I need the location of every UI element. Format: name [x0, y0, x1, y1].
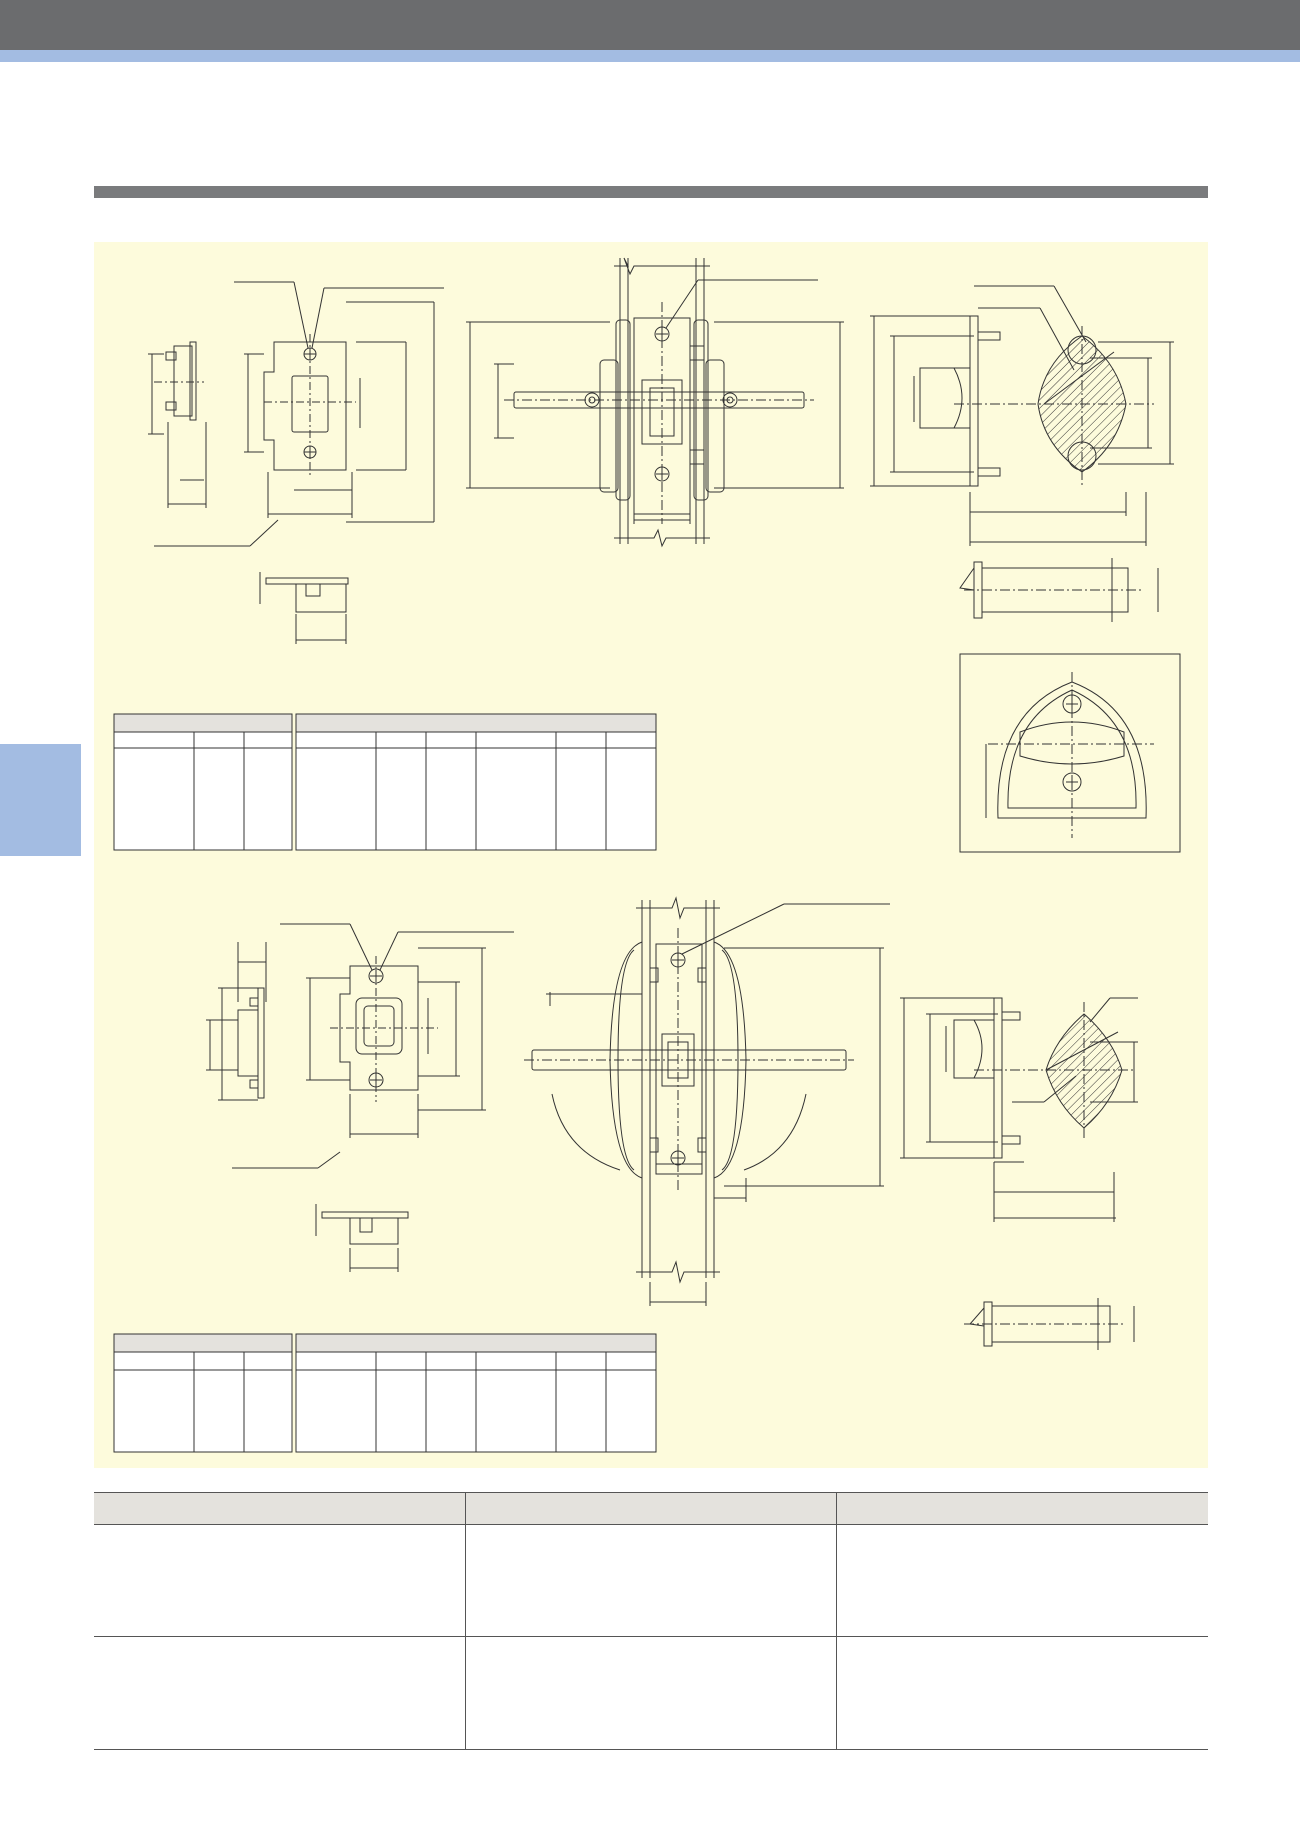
spindle-detail-view	[959, 558, 1159, 622]
strike-plate-2-bottom-view	[315, 1204, 409, 1272]
specification-table-header	[94, 1493, 1208, 1525]
row-divider	[94, 1636, 1208, 1637]
upper-spec-table-frame	[113, 713, 657, 851]
section-title-rule	[94, 186, 1208, 198]
latch-spindle-side-view	[870, 285, 1174, 546]
technical-drawings	[113, 257, 1181, 1453]
lower-spec-table-frame	[113, 1333, 657, 1453]
column-divider	[836, 1493, 837, 1749]
strike-plate-2-front-view	[232, 923, 514, 1169]
strike-plate-bottom-view	[259, 572, 349, 644]
strike-plate-front-view	[154, 281, 444, 547]
chapter-side-tab	[0, 744, 81, 856]
technical-drawing-panel	[94, 242, 1208, 1468]
lever-handle-section-view	[466, 257, 844, 548]
round-rose-handle-section-view	[524, 896, 890, 1306]
page-header-bar	[0, 0, 1300, 50]
latch-2-spindle-side-view	[900, 997, 1138, 1222]
strike-plate-2-side-view	[206, 942, 267, 1101]
page-header-accent	[0, 50, 1300, 62]
column-divider	[465, 1493, 466, 1749]
specification-table	[94, 1492, 1208, 1750]
spindle-2-detail-view	[964, 1298, 1135, 1350]
strike-plate-side-view	[148, 341, 207, 508]
escutcheon-front-view	[959, 653, 1181, 853]
